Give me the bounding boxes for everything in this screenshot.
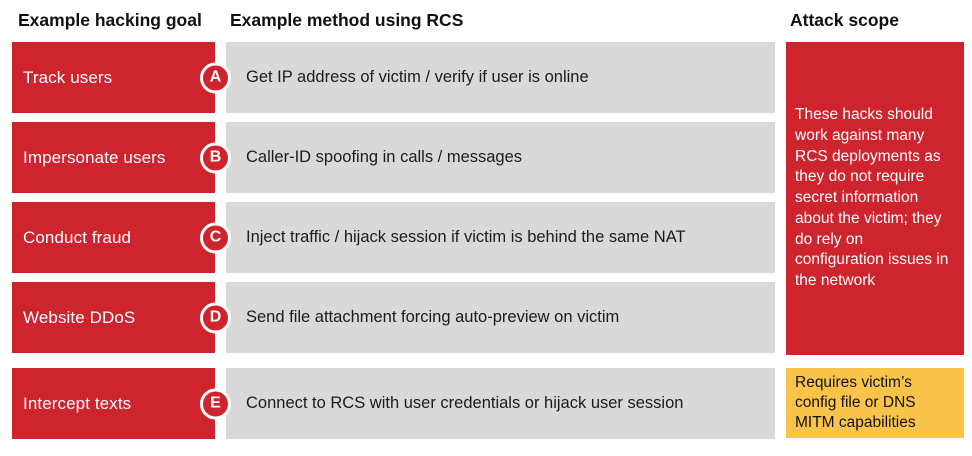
badge-c-icon: C (200, 222, 231, 253)
goal-label: Conduct fraud (12, 202, 215, 273)
badge-d-icon: D (200, 302, 231, 333)
badge-e-icon: E (200, 388, 231, 419)
table-row-track-users: Track users Get IP address of victim / v… (12, 42, 775, 113)
table-row-conduct-fraud: Conduct fraud Inject traffic / hijack se… (12, 202, 775, 273)
method-label: Inject traffic / hijack session if victi… (226, 202, 775, 273)
column-header-attack-scope: Attack scope (790, 10, 899, 30)
column-header-hacking-goal: Example hacking goal (18, 10, 202, 30)
goal-label: Impersonate users (12, 122, 215, 193)
goal-label: Website DDoS (12, 282, 215, 353)
method-label: Send file attachment forcing auto-previe… (226, 282, 775, 353)
method-label: Get IP address of victim / verify if use… (226, 42, 775, 113)
goal-label: Intercept texts (12, 368, 215, 439)
goal-label: Track users (12, 42, 215, 113)
table-row-impersonate-users: Impersonate users Caller-ID spoofing in … (12, 122, 775, 193)
method-label: Caller-ID spoofing in calls / messages (226, 122, 775, 193)
badge-b-icon: B (200, 142, 231, 173)
scope-note-broad: These hacks should work against many RCS… (786, 42, 964, 355)
column-header-method: Example method using RCS (230, 10, 464, 30)
attack-scope-column: These hacks should work against many RCS… (786, 42, 964, 438)
table-row-intercept-texts: Intercept texts Connect to RCS with user… (12, 368, 775, 439)
scope-note-narrow: Requires victim’s config file or DNS MIT… (786, 368, 964, 438)
scope-note-narrow-text: Requires victim’s config file or DNS MIT… (795, 374, 916, 432)
table-row-website-ddos: Website DDoS Send file attachment forcin… (12, 282, 775, 353)
badge-a-icon: A (200, 62, 231, 93)
attack-rows: Track users Get IP address of victim / v… (12, 42, 775, 439)
scope-note-broad-text: These hacks should work against many RCS… (795, 106, 949, 290)
method-label: Connect to RCS with user credentials or … (226, 368, 775, 439)
